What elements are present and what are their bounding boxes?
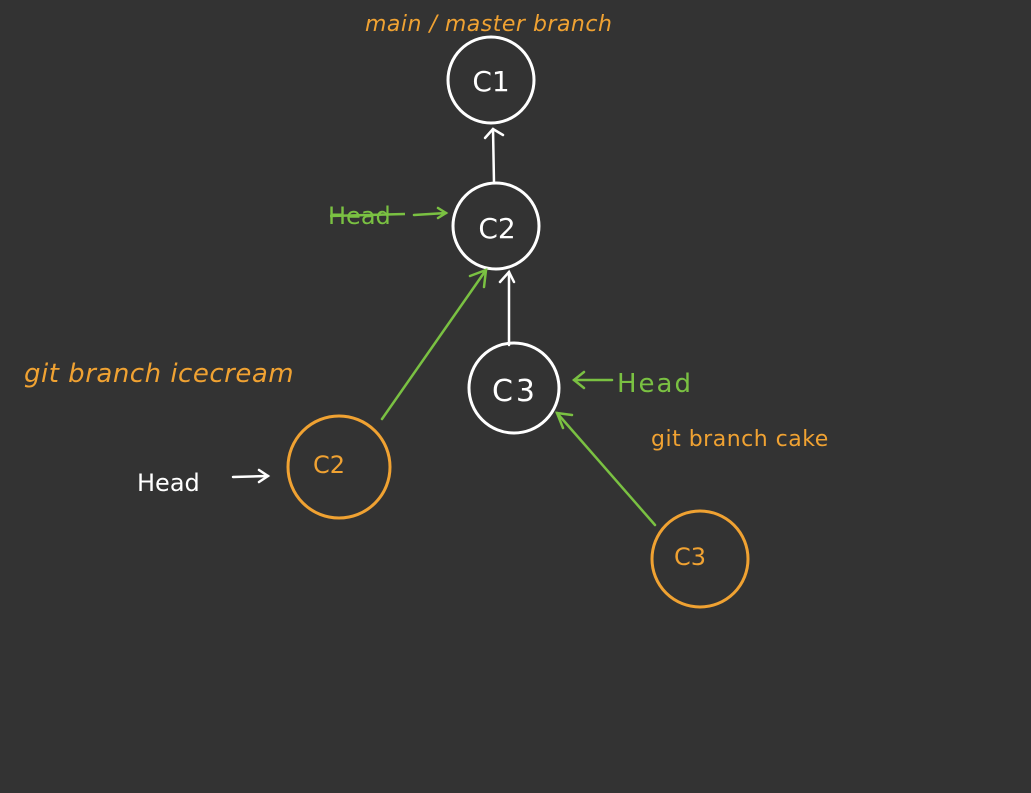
commit-circle [446,35,536,125]
strike-line [329,212,406,218]
head-arrow-shaft [231,474,270,479]
commit-label: C3 [492,374,538,409]
old-head-pointer: Head [328,202,449,230]
commit-circle [467,341,561,435]
commit-label: C3 [674,543,706,571]
commit-main-c3: C3 [467,341,561,435]
head-arrow-tip [571,370,586,390]
head-arrow-tip [436,206,449,220]
parent-arrow-c3-to-c2 [498,269,516,347]
icecream-head-label: Head [137,469,200,497]
icecream-parent-arrow [380,268,488,421]
parent-arrow-c2-to-c1 [483,127,505,185]
head-arrow-shaft [412,211,448,217]
commit-circle [451,181,541,271]
main-c3-head-pointer: Head [571,369,693,399]
commit-circle [286,414,392,520]
commit-icecream-c2: C2 [286,414,392,520]
commit-label: C2 [313,451,345,479]
commit-cake-c3: C3 [650,509,750,609]
commit-label: C1 [472,65,509,98]
icecream-head-pointer: Head [137,468,271,497]
main-c3-head-label: Head [617,369,693,399]
icecream-branch-label: git branch icecream [24,359,294,389]
commit-main-c1: C1 [446,35,536,125]
main-branch-label: main / master branch [365,12,612,37]
commit-main-c2: C2 [451,181,541,271]
commit-circle [650,509,750,609]
cake-branch-label: git branch cake [651,427,829,452]
cake-parent-arrow [555,411,657,527]
commit-label: C2 [478,212,515,245]
head-arrow-tip [257,468,271,484]
